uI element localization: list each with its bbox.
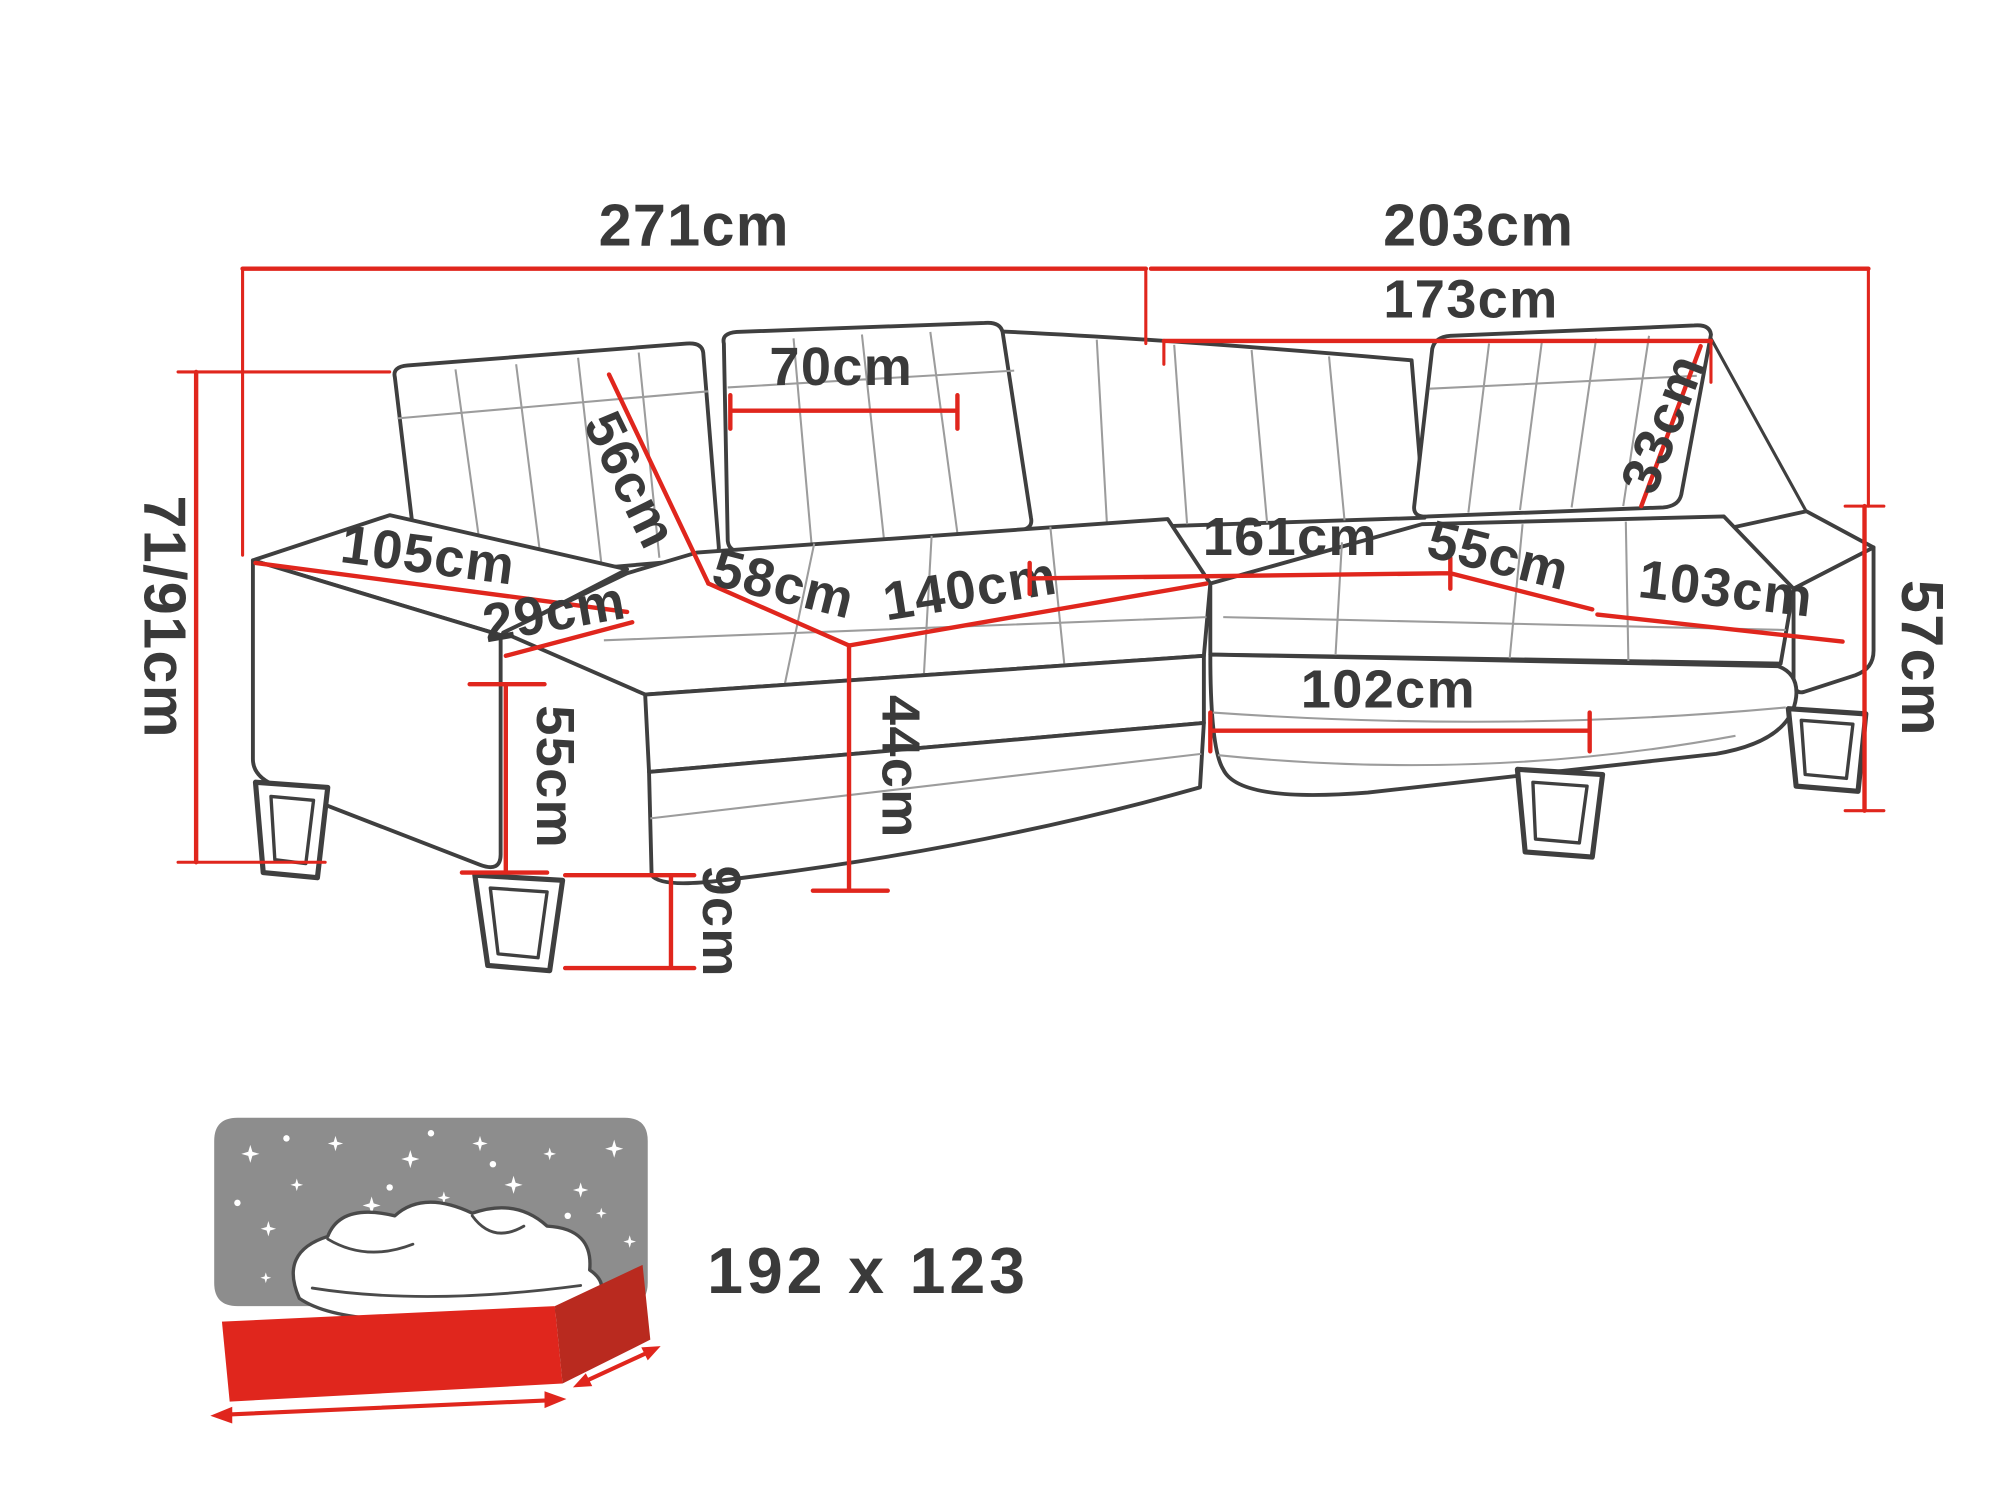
- dimension-line: [1639, 343, 1703, 509]
- leg-inner: [488, 886, 549, 960]
- dimension-label: 173cm: [1383, 270, 1558, 330]
- dimension-label: 102cm: [1301, 659, 1476, 719]
- bed-size-label: 192 x 123: [707, 1235, 1029, 1307]
- dimension-leg-height: 9cm: [562, 865, 751, 978]
- extension-line: [1843, 504, 1886, 813]
- dimension-line: [562, 872, 697, 971]
- dimension-annotations: 271cm 203cm 173cm 70cm 56cm 33cm 71: [132, 191, 1956, 977]
- extension-line: [241, 267, 1148, 557]
- arrowhead: [572, 1373, 593, 1388]
- dimension-line: [1208, 710, 1592, 754]
- chaise-front: [1208, 652, 1799, 797]
- arrow-line: [225, 1398, 552, 1417]
- seat-base-seam: [650, 752, 1202, 820]
- dimension-label: 203cm: [1383, 191, 1574, 258]
- arrowhead: [544, 1391, 567, 1409]
- bed-width-arrow: [210, 1391, 567, 1424]
- dimension-line: [253, 560, 630, 615]
- arrow-line: [581, 1349, 653, 1385]
- star-dot: [234, 1199, 241, 1207]
- sofa-illustration: [250, 320, 1876, 974]
- dimension-base-height: 55cm: [459, 682, 585, 875]
- mattress-front: [221, 1306, 563, 1402]
- star-dot: [489, 1160, 497, 1168]
- dimension-label: 44cm: [871, 695, 931, 839]
- back-cushion-right: [1412, 323, 1713, 519]
- dimension-width-right: 203cm: [1148, 191, 1871, 508]
- dimension-line: [706, 581, 852, 648]
- dimension-label: 9cm: [691, 865, 751, 977]
- dimension-seat-width-corner: 161cm: [1027, 507, 1453, 597]
- dimension-headrest-width: 70cm: [728, 337, 960, 431]
- seat-base: [647, 720, 1206, 886]
- dimension-line: [846, 581, 1209, 648]
- leg-inner: [269, 794, 316, 866]
- pillow-seams: [310, 1214, 583, 1298]
- dimension-label: 271cm: [599, 191, 790, 258]
- dimension-label: 71/91cm: [132, 495, 199, 738]
- mattress-side: [554, 1264, 651, 1384]
- dimension-seat-height: 44cm: [810, 643, 931, 893]
- dimension-label: 57cm: [1889, 580, 1956, 737]
- back-corner-frame-line: [1709, 336, 1811, 518]
- star-dot: [386, 1184, 393, 1191]
- chaise-section: [1208, 514, 1799, 797]
- star-dot: [283, 1135, 290, 1142]
- sleeping-function-icon: [210, 1117, 661, 1424]
- corner-back-panel: [981, 328, 1427, 533]
- dimension-line: [728, 392, 960, 431]
- dimension-chaise-front-width: 102cm: [1208, 659, 1592, 754]
- back-cushion-middle-tufts: [727, 331, 1015, 545]
- dimension-label: 161cm: [1203, 507, 1378, 567]
- leg-inner: [1531, 780, 1589, 845]
- dimension-height-total: 71/91cm: [132, 369, 392, 865]
- dimension-width-right-inner: 173cm: [1161, 270, 1714, 384]
- seat-top-tufts: [603, 526, 1207, 686]
- sofa-legs: [252, 706, 1869, 974]
- back-cushion-left-tufts: [397, 352, 709, 574]
- sofa-backrest: [392, 320, 1811, 585]
- extension-line: [1162, 339, 1713, 384]
- seat-section: [501, 517, 1213, 886]
- chaise-front-seams: [1212, 706, 1786, 767]
- corner-back-tufts: [1095, 339, 1346, 527]
- arrowhead: [641, 1346, 661, 1361]
- star-dot: [427, 1130, 435, 1137]
- dimension-line: [503, 620, 635, 659]
- dimension-line: [606, 372, 711, 586]
- arrowhead: [210, 1406, 233, 1424]
- dimension-width-left: 271cm: [240, 191, 1148, 557]
- dimension-height-right: 57cm: [1843, 503, 1956, 813]
- dimension-line: [1595, 612, 1845, 644]
- stars: [234, 1130, 636, 1284]
- leg-inner: [1799, 718, 1855, 781]
- dimension-line: [1448, 571, 1595, 612]
- dimension-label: 55cm: [525, 705, 585, 849]
- dimension-line: [810, 643, 890, 893]
- dimension-line: [459, 682, 550, 875]
- extension-line: [176, 370, 392, 864]
- dimension-label: 70cm: [769, 337, 913, 397]
- bed-depth-arrow: [572, 1346, 661, 1388]
- back-cushion-right-tufts: [1429, 335, 1697, 513]
- star-dot: [564, 1212, 571, 1220]
